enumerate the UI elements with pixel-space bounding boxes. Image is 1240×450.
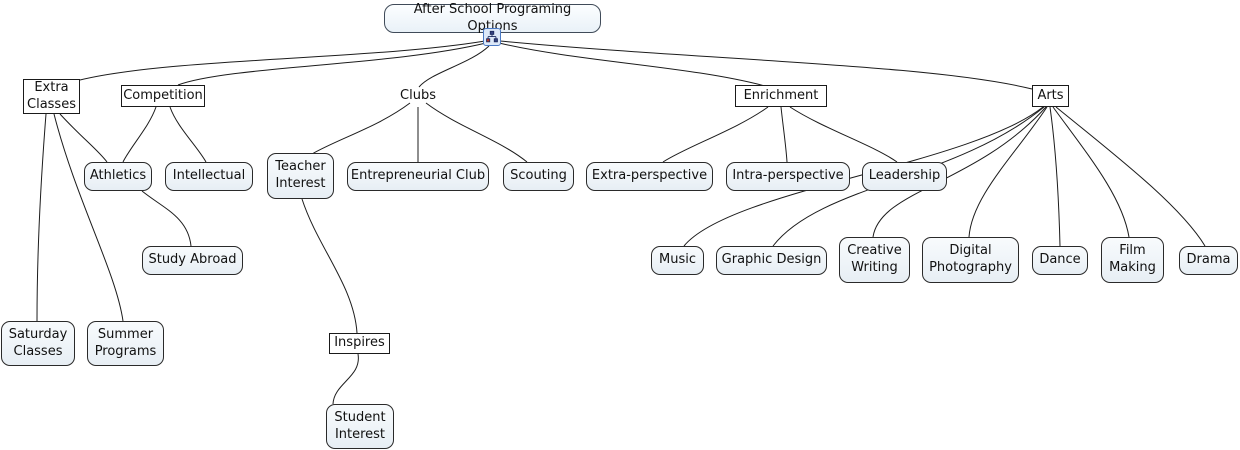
edge-extra-classes-athletics <box>59 113 108 163</box>
edge-enrichment-extra-perspective <box>662 106 769 163</box>
node-athletics[interactable]: Athletics <box>84 162 152 191</box>
edge-enrichment-intra-perspective <box>780 106 788 163</box>
edge-arts-drama <box>1055 106 1206 247</box>
node-digital-photography[interactable]: Digital Photography <box>922 237 1019 283</box>
node-leadership[interactable]: Leadership <box>862 162 947 191</box>
edge-root-competition <box>177 42 487 86</box>
node-summer-programs[interactable]: Summer Programs <box>87 321 164 366</box>
edge-inspires-student-interest <box>332 353 359 405</box>
node-drama[interactable]: Drama <box>1179 246 1238 275</box>
edge-athletics-study-abroad <box>141 190 192 247</box>
node-student-interest[interactable]: Student Interest <box>326 404 394 449</box>
node-competition[interactable]: Competition <box>121 85 205 107</box>
node-inspires[interactable]: Inspires <box>329 333 390 354</box>
edge-teacher-interest-inspires <box>301 198 358 334</box>
node-root[interactable]: After School Programing Options <box>384 2 601 34</box>
node-extra-perspective[interactable]: Extra-perspective <box>586 162 713 191</box>
node-intellectual[interactable]: Intellectual <box>165 162 253 191</box>
node-intra-perspective[interactable]: Intra-perspective <box>726 162 850 191</box>
node-enrichment[interactable]: Enrichment <box>735 85 827 107</box>
node-entrepreneurial-club[interactable]: Entrepreneurial Club <box>347 162 489 191</box>
node-film-making[interactable]: Film Making <box>1101 237 1164 283</box>
node-arts[interactable]: Arts <box>1032 85 1069 107</box>
edge-competition-athletics <box>122 106 157 163</box>
edge-arts-dance <box>1049 106 1061 247</box>
edge-enrichment-leadership <box>789 106 898 163</box>
node-music[interactable]: Music <box>651 246 704 275</box>
node-saturday-classes[interactable]: Saturday Classes <box>1 321 75 366</box>
hierarchy-icon[interactable] <box>483 28 501 46</box>
node-extra-classes[interactable]: Extra Classes <box>23 79 80 114</box>
edge-extra-classes-saturday-classes <box>36 113 47 322</box>
edge-clubs-teacher-interest <box>311 102 411 155</box>
node-creative-writing[interactable]: Creative Writing <box>839 237 910 283</box>
edge-root-arts <box>499 40 1033 90</box>
node-dance[interactable]: Dance <box>1032 246 1088 275</box>
edge-arts-digital-photography <box>968 106 1048 238</box>
edge-root-enrichment <box>498 42 766 87</box>
edge-arts-music <box>683 106 1044 247</box>
node-scouting[interactable]: Scouting <box>503 162 574 191</box>
hierarchy-icon-glyph <box>486 30 498 43</box>
edge-arts-film-making <box>1052 106 1130 238</box>
edge-root-clubs <box>418 45 490 88</box>
edge-competition-intellectual <box>169 106 207 163</box>
edge-root-extra-classes <box>79 40 486 81</box>
edge-extra-classes-summer-programs <box>53 113 124 322</box>
node-graphic-design[interactable]: Graphic Design <box>716 246 827 275</box>
edge-clubs-scouting <box>425 102 528 163</box>
node-clubs[interactable]: Clubs <box>400 87 436 103</box>
node-study-abroad[interactable]: Study Abroad <box>142 246 243 275</box>
node-teacher-interest[interactable]: Teacher Interest <box>267 153 334 199</box>
